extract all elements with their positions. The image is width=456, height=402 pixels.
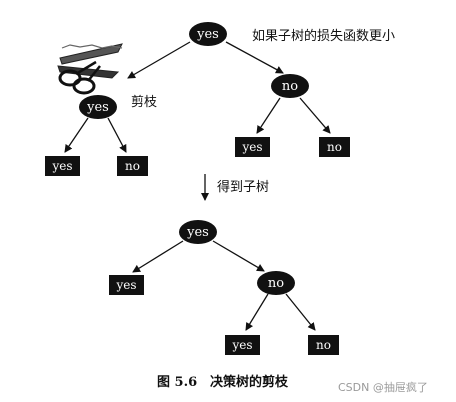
figure-number: 图 5.6 xyxy=(157,375,197,390)
top-right-leaf-a: yes xyxy=(235,137,270,157)
edge-b-right-b xyxy=(285,293,316,331)
top-left-leaf-a: yes xyxy=(45,156,80,176)
edge-root-right xyxy=(225,41,284,74)
top-left-leaf-b: no xyxy=(117,156,148,176)
top-tree-edges xyxy=(64,41,331,153)
bottom-right-leaf-a-label: yes xyxy=(231,338,252,352)
edge-b-right-a xyxy=(245,293,269,331)
edge-b-root-right xyxy=(212,240,265,272)
top-left-leaf-a-label: yes xyxy=(51,159,72,173)
top-root-note: 如果子树的损失函数更小 xyxy=(252,28,395,44)
figure-title: 决策树的剪枝 xyxy=(210,374,289,390)
edge-left-b xyxy=(107,117,127,153)
bottom-right-leaf-a: yes xyxy=(225,335,260,355)
transition-label: 得到子树 xyxy=(217,179,269,195)
bottom-root-label: yes xyxy=(186,225,209,240)
top-left-child-label: yes xyxy=(86,100,109,115)
bottom-left-leaf: yes xyxy=(109,275,144,295)
bottom-right-child-label: no xyxy=(268,276,284,291)
watermark: CSDN @抽屉疯了 xyxy=(338,380,428,394)
edge-root-left xyxy=(127,41,191,79)
top-right-child-node: no xyxy=(271,74,309,98)
bottom-tree-edges xyxy=(132,240,316,331)
edge-right-a xyxy=(256,97,281,134)
edge-b-root-left xyxy=(132,240,184,273)
bottom-right-child-node: no xyxy=(257,271,295,295)
bottom-root-node: yes xyxy=(179,220,217,244)
prune-label: 剪枝 xyxy=(131,94,157,110)
top-left-leaf-b-label: no xyxy=(125,159,140,173)
bottom-left-leaf-label: yes xyxy=(115,278,136,292)
scissors-icon xyxy=(57,43,123,95)
bottom-right-leaf-b: no xyxy=(308,335,339,355)
top-right-leaf-b: no xyxy=(319,137,350,157)
top-right-leaf-b-label: no xyxy=(327,140,342,154)
top-right-leaf-a-label: yes xyxy=(241,140,262,154)
top-root-label: yes xyxy=(196,27,219,42)
edge-right-b xyxy=(299,97,331,134)
top-right-child-label: no xyxy=(282,79,298,94)
edge-left-a xyxy=(64,117,89,153)
top-root-node: yes xyxy=(189,22,227,46)
bottom-right-leaf-b-label: no xyxy=(316,338,331,352)
top-left-child-node: yes xyxy=(79,95,117,119)
